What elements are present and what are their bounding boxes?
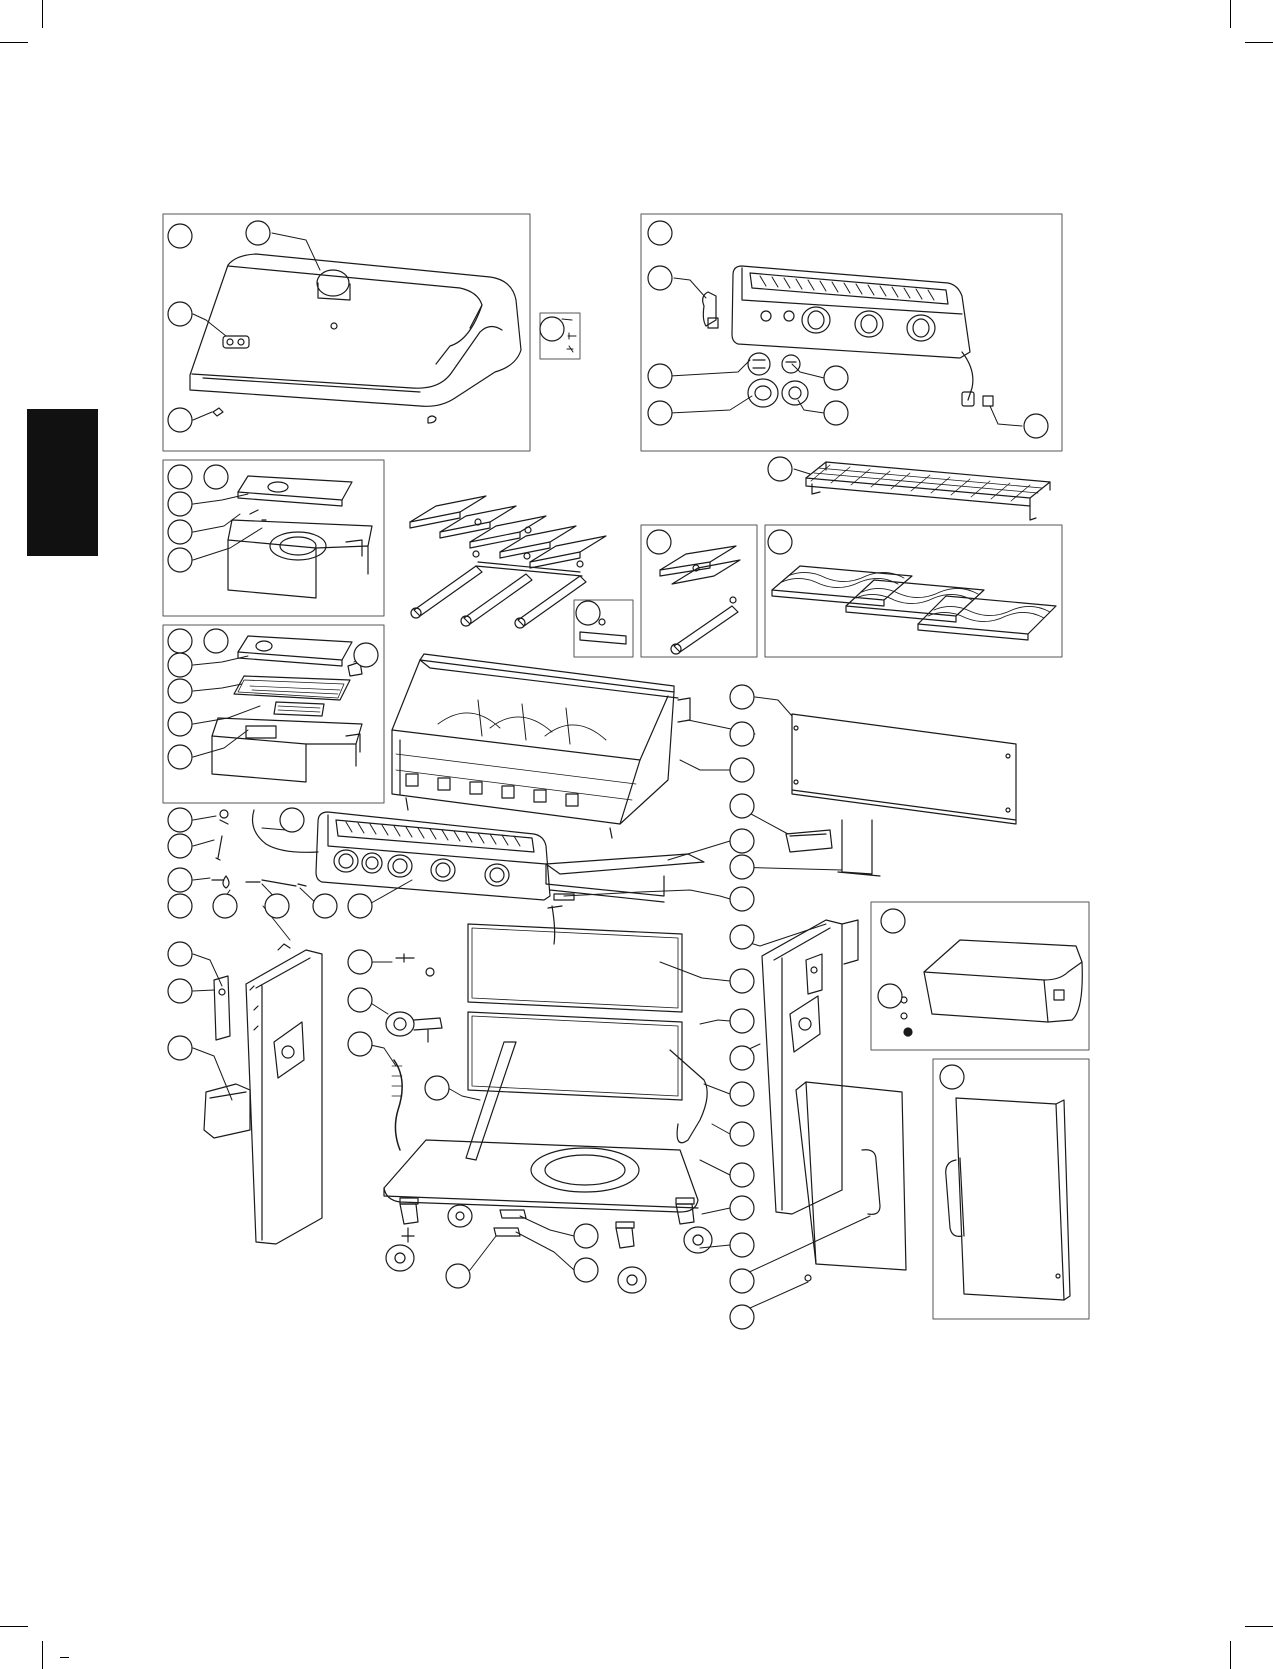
callout-balloons bbox=[168, 221, 1048, 1329]
firebox-drawing bbox=[392, 654, 690, 838]
callout-sear-2 bbox=[204, 629, 228, 653]
callout-side-burner-1 bbox=[168, 465, 192, 489]
callout-lid-hardware bbox=[540, 317, 564, 341]
right-cart-side-drawing bbox=[762, 920, 858, 1214]
callout-ignitor-bracket bbox=[576, 601, 600, 625]
front-door-drawing bbox=[796, 1082, 906, 1281]
callout-control-3 bbox=[648, 364, 672, 388]
callout-control-6 bbox=[824, 401, 848, 425]
grease-cup-drawing bbox=[786, 820, 880, 876]
callout-side-burner-2 bbox=[204, 465, 228, 489]
callout-warming-rack bbox=[768, 457, 792, 481]
side-burner-drawing bbox=[228, 476, 372, 598]
panel-control-panel bbox=[641, 214, 1062, 451]
callout-control-1 bbox=[648, 221, 672, 245]
callout-side-shelf-1 bbox=[881, 909, 905, 933]
callout-control-2 bbox=[648, 266, 672, 290]
callout-control-4 bbox=[648, 401, 672, 425]
regulator-drawing bbox=[386, 954, 442, 1150]
callout-rear-burner bbox=[647, 530, 671, 554]
rear-panel-drawing bbox=[792, 714, 1016, 824]
callout-lid-2 bbox=[246, 221, 270, 245]
sear-station-drawing bbox=[212, 636, 362, 782]
drip-tray-drawing bbox=[546, 854, 704, 902]
callout-lid-3 bbox=[168, 302, 192, 326]
cart-front-panels-drawing bbox=[468, 906, 707, 1143]
callout-side-shelf-2 bbox=[878, 984, 902, 1008]
left-cart-side-drawing bbox=[204, 944, 322, 1244]
callout-sear-4 bbox=[168, 679, 192, 703]
callout-control-7 bbox=[1024, 414, 1048, 438]
control-panel-drawing bbox=[703, 266, 993, 407]
callout-sear-1 bbox=[168, 629, 192, 653]
callout-door bbox=[940, 1065, 964, 1089]
warming-rack-drawing bbox=[806, 462, 1050, 520]
leader-lines bbox=[193, 233, 1022, 1317]
callout-control-5 bbox=[824, 366, 848, 390]
callout-lid-4 bbox=[168, 408, 192, 432]
panel-frames bbox=[163, 214, 1089, 1319]
lid-hardware-drawing bbox=[567, 333, 576, 352]
lid-drawing bbox=[190, 254, 521, 423]
cooking-grids-drawing bbox=[772, 566, 1056, 640]
callout-cooking-grids bbox=[768, 530, 792, 554]
side-shelf-drawing bbox=[901, 940, 1082, 1036]
callout-side-burner-4 bbox=[168, 520, 192, 544]
callout-sear-5 bbox=[168, 712, 192, 736]
callout-sear-6 bbox=[168, 745, 192, 769]
rear-burner-kit-drawing bbox=[660, 546, 740, 654]
door-panel-drawing bbox=[946, 1098, 1070, 1300]
callout-sear-7 bbox=[354, 643, 378, 667]
main-control-panel-drawing bbox=[212, 810, 550, 900]
callout-side-burner-5 bbox=[168, 548, 192, 572]
bottom-shelf-drawing bbox=[384, 1140, 698, 1212]
callout-sear-3 bbox=[168, 653, 192, 677]
casters-drawing bbox=[386, 1198, 712, 1293]
callout-lid-1 bbox=[168, 224, 192, 248]
callout-side-burner-3 bbox=[168, 492, 192, 516]
panel-cooking-grids bbox=[765, 525, 1062, 657]
